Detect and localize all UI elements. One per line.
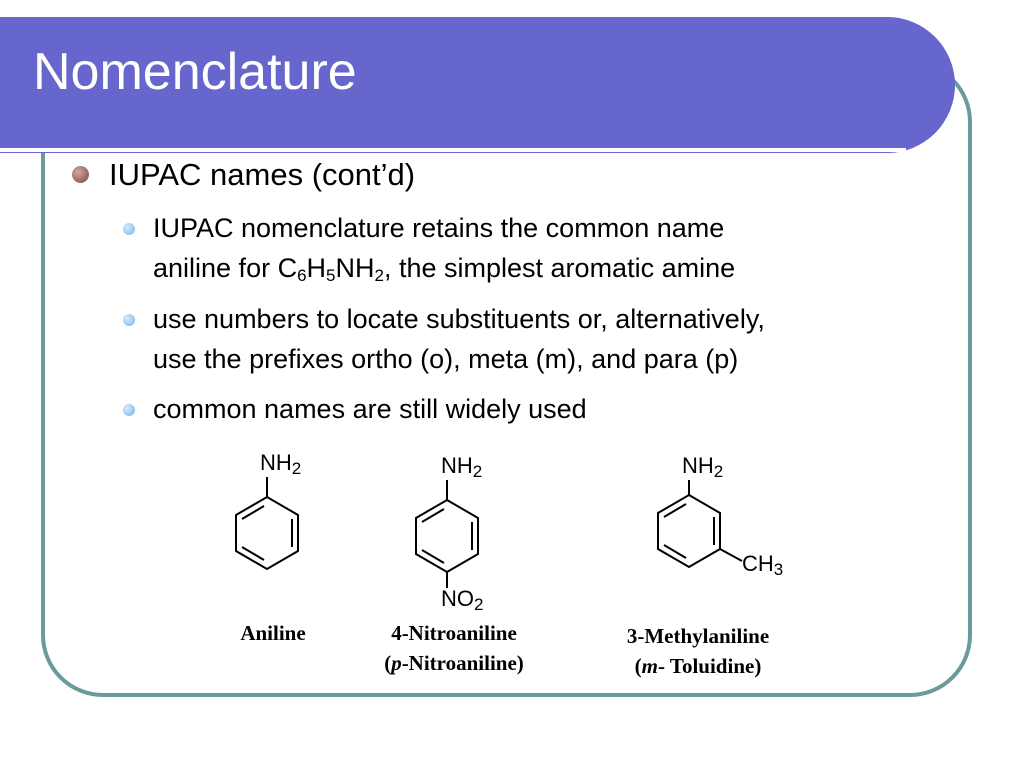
bullet-dot-icon <box>72 166 89 183</box>
aniline-nh2-label: NH2 <box>260 450 301 478</box>
sub-bullet-dot-icon <box>123 314 135 326</box>
sub-bullet-1-line1: IUPAC nomenclature retains the common na… <box>153 213 725 243</box>
aniline-caption: Aniline <box>240 621 305 645</box>
slide-frame <box>41 60 972 697</box>
sub-bullet-3: common names are still widely used <box>153 394 587 424</box>
sub-bullet-1-line2-pre: aniline for C <box>153 253 298 283</box>
formula-sub-2: 2 <box>374 266 384 285</box>
sub-bullet-1: IUPAC nomenclature retains the common na… <box>153 208 735 288</box>
methylaniline-alt-caption: (m- Toluidine) <box>635 654 762 678</box>
methylaniline-structure <box>657 480 743 569</box>
nitroaniline-alt-caption: (p-Nitroaniline) <box>384 651 524 675</box>
methylaniline-caption: 3-Methylaniline <box>627 624 769 648</box>
title-underline <box>0 148 906 152</box>
formula-h: H <box>306 253 327 283</box>
nitroaniline-structure <box>415 480 479 588</box>
sub-bullet-dot-icon <box>123 404 135 416</box>
sub-bullet-dot-icon <box>123 223 135 235</box>
sub-bullet-1-line2-post: , the simplest aromatic amine <box>383 253 736 283</box>
formula-sub-6: 6 <box>297 266 307 285</box>
methylaniline-ch3-label: CH3 <box>742 551 783 579</box>
sub-bullet-2-line1: use numbers to locate substituents or, a… <box>153 304 765 334</box>
aniline-structure <box>235 477 299 571</box>
methylaniline-nh2-label: NH2 <box>682 453 723 481</box>
formula-nh: NH <box>335 253 375 283</box>
slide-title: Nomenclature <box>33 43 357 101</box>
bullet-level1: IUPAC names (cont’d) <box>109 157 416 192</box>
formula-sub-5: 5 <box>326 266 336 285</box>
nitroaniline-caption: 4-Nitroaniline <box>391 621 517 645</box>
title-bar <box>0 17 955 153</box>
nitroaniline-no2-label: NO2 <box>441 586 483 614</box>
sub-bullet-2: use numbers to locate substituents or, a… <box>153 299 765 379</box>
nitroaniline-nh2-label: NH2 <box>441 453 482 481</box>
sub-bullet-2-line2: use the prefixes ortho (o), meta (m), an… <box>153 344 739 374</box>
